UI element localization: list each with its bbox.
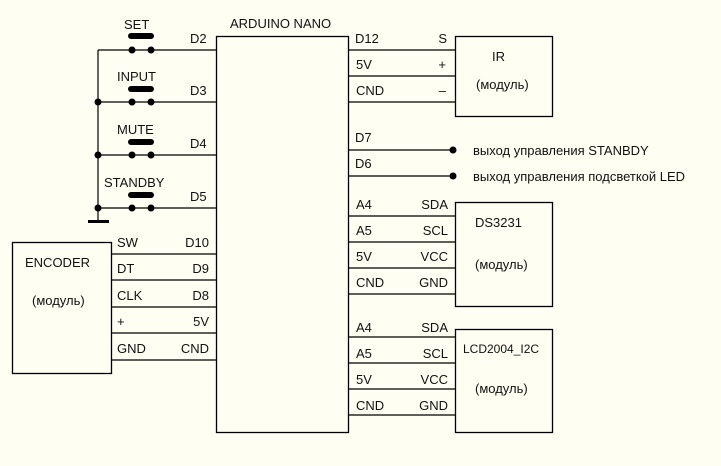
arduino-body xyxy=(215,35,350,434)
pin-label: D9 xyxy=(192,261,209,276)
pin-label: D4 xyxy=(190,136,207,151)
contact-dot xyxy=(128,204,136,212)
pin-label: A5 xyxy=(356,223,372,238)
ir-body xyxy=(454,35,554,118)
pushbutton-icon xyxy=(128,33,154,39)
output-label: выход управления STANBDY xyxy=(473,143,649,158)
ir-module: IR (модуль) D12 S 5V + CND – xyxy=(348,31,554,118)
ds3231-title: DS3231 xyxy=(475,215,522,230)
pin-label: GND xyxy=(419,398,448,413)
output-label: выход управления подсветкой LED xyxy=(473,169,685,184)
buttons-group: SET D2 INPUT D3 MUTE D4 STANDBY xyxy=(88,17,216,223)
contact-dot xyxy=(147,204,155,212)
button-standby[interactable]: STANDBY D5 xyxy=(98,175,216,212)
pin-label: D2 xyxy=(190,31,207,46)
pin-label: DT xyxy=(117,261,134,276)
pin-label: GND xyxy=(419,275,448,290)
encoder-body xyxy=(11,241,113,375)
pin-label: 5V xyxy=(356,57,372,72)
lcd-subtitle: (модуль) xyxy=(475,381,528,396)
contact-dot xyxy=(147,98,155,106)
pin-label: CLK xyxy=(117,288,143,303)
pin-label: 5V xyxy=(356,372,372,387)
pin-label: 5V xyxy=(356,249,372,264)
pin-label: D5 xyxy=(190,189,207,204)
pin-label: – xyxy=(439,83,447,98)
arduino-title: ARDUINO NANO xyxy=(230,16,331,31)
button-label: STANDBY xyxy=(104,175,165,190)
pin-label: D8 xyxy=(192,288,209,303)
pin-label: SCL xyxy=(423,223,448,238)
outputs: D7 выход управления STANBDY D6 выход упр… xyxy=(348,130,685,184)
pin-label: SDA xyxy=(421,197,448,212)
terminal-dot xyxy=(449,172,457,180)
pin-label: D12 xyxy=(355,31,379,46)
contact-dot xyxy=(147,46,155,54)
contact-dot xyxy=(128,151,136,159)
pushbutton-icon xyxy=(128,86,154,92)
pin-label: CND xyxy=(181,341,209,356)
button-set[interactable]: SET D2 xyxy=(98,17,216,54)
pin-label: CND xyxy=(356,398,384,413)
lcd-body xyxy=(454,328,554,434)
pin-label: CND xyxy=(356,275,384,290)
pin-label: S xyxy=(438,31,447,46)
button-input[interactable]: INPUT D3 xyxy=(98,69,216,106)
pin-label: SCL xyxy=(423,346,448,361)
encoder-module: ENCODER (модуль) SW D10 DT D9 CLK D8 + 5… xyxy=(11,235,216,375)
ds3231-module: DS3231 (модуль) A4 SDA A5 SCL 5V VCC CND… xyxy=(348,197,554,308)
ir-title: IR xyxy=(492,49,505,64)
ds3231-body xyxy=(454,201,554,308)
ds3231-subtitle: (модуль) xyxy=(475,257,528,272)
lcd-module: LCD2004_I2C (модуль) A4 SDA A5 SCL 5V VC… xyxy=(348,320,554,434)
contact-dot xyxy=(128,98,136,106)
pin-label: GND xyxy=(117,341,146,356)
encoder-title: ENCODER xyxy=(25,255,90,270)
pin-label: A4 xyxy=(356,197,372,212)
arduino-nano: ARDUINO NANO xyxy=(215,16,350,434)
pin-label: A5 xyxy=(356,346,372,361)
pin-label: VCC xyxy=(421,372,448,387)
button-label: MUTE xyxy=(117,122,154,137)
ground-icon xyxy=(88,220,109,223)
pin-label: A4 xyxy=(356,320,372,335)
pin-label: + xyxy=(117,314,125,329)
pin-label: SDA xyxy=(421,320,448,335)
contact-dot xyxy=(128,46,136,54)
button-label: SET xyxy=(124,17,149,32)
pin-label: D7 xyxy=(355,130,372,145)
pin-label: SW xyxy=(117,235,139,250)
pushbutton-icon xyxy=(128,192,154,198)
pin-label: 5V xyxy=(193,314,209,329)
pin-label: D6 xyxy=(355,156,372,171)
encoder-subtitle: (модуль) xyxy=(32,293,85,308)
pin-label: VCC xyxy=(421,249,448,264)
pin-label: CND xyxy=(356,83,384,98)
pin-label: D3 xyxy=(190,83,207,98)
button-mute[interactable]: MUTE D4 xyxy=(98,122,216,159)
pin-label: D10 xyxy=(185,235,209,250)
pushbutton-icon xyxy=(128,139,154,145)
contact-dot xyxy=(147,151,155,159)
terminal-dot xyxy=(449,146,457,154)
ir-subtitle: (модуль) xyxy=(476,77,529,92)
pin-label: + xyxy=(438,57,446,72)
lcd-title: LCD2004_I2C xyxy=(463,342,539,356)
button-label: INPUT xyxy=(117,69,156,84)
